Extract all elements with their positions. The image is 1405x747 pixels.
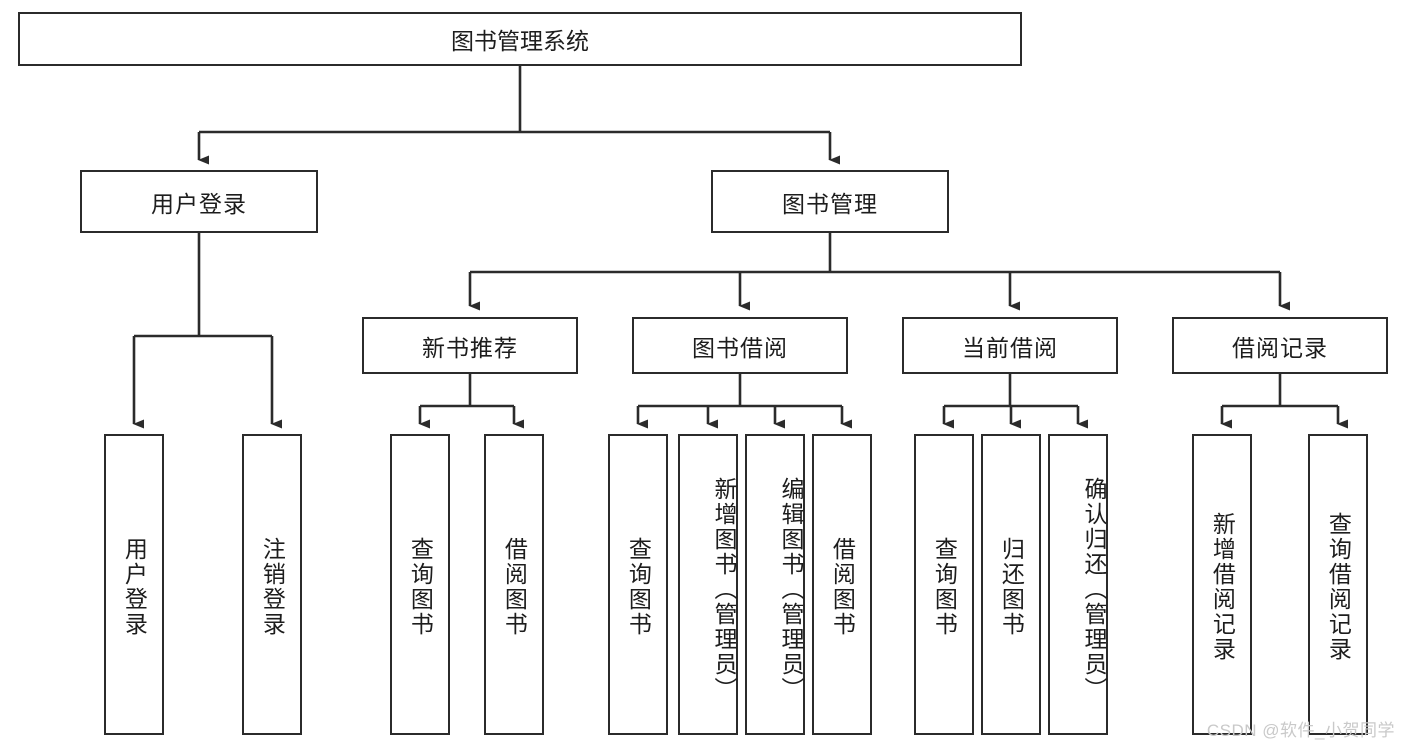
node-current-borrow[interactable]: 当前借阅 — [902, 317, 1118, 374]
node-book-management[interactable]: 图书管理 — [711, 170, 949, 233]
node-new-book-recommend[interactable]: 新书推荐 — [362, 317, 578, 374]
leaf-edit-book-admin[interactable]: 编辑图书（管理员） — [745, 434, 805, 735]
leaf-return-book-label: 归还图书 — [998, 536, 1025, 637]
leaf-confirm-return-admin-label: 确认归还（管理员） — [1081, 477, 1107, 702]
leaf-confirm-return-admin[interactable]: 确认归还（管理员） — [1048, 434, 1108, 735]
leaf-add-borrow-record-label: 新增借阅记录 — [1209, 511, 1236, 662]
leaf-user-login[interactable]: 用户登录 — [104, 434, 164, 735]
node-borrow-records[interactable]: 借阅记录 — [1172, 317, 1388, 374]
leaf-add-book-admin[interactable]: 新增图书（管理员） — [678, 434, 738, 735]
leaf-query-book-recommend[interactable]: 查询图书 — [390, 434, 450, 735]
leaf-query-book-current-label: 查询图书 — [931, 536, 958, 637]
leaf-logout[interactable]: 注销登录 — [242, 434, 302, 735]
node-user-login[interactable]: 用户登录 — [80, 170, 318, 233]
node-borrow-records-label: 借阅记录 — [1232, 334, 1328, 361]
leaf-add-borrow-record[interactable]: 新增借阅记录 — [1192, 434, 1252, 735]
node-book-borrow-label: 图书借阅 — [692, 334, 788, 361]
leaf-query-borrow-record[interactable]: 查询借阅记录 — [1308, 434, 1368, 735]
node-new-book-recommend-label: 新书推荐 — [422, 334, 518, 361]
node-root[interactable]: 图书管理系统 — [18, 12, 1022, 66]
csdn-watermark: CSDN @软件_小贺同学 — [1206, 721, 1395, 740]
node-root-label: 图书管理系统 — [451, 28, 589, 54]
leaf-borrow-book[interactable]: 借阅图书 — [812, 434, 872, 735]
node-book-borrow[interactable]: 图书借阅 — [632, 317, 848, 374]
leaf-add-book-admin-label: 新增图书（管理员） — [711, 477, 737, 702]
leaf-query-book-current[interactable]: 查询图书 — [914, 434, 974, 735]
leaf-borrow-book-recommend-label: 借阅图书 — [501, 536, 528, 637]
leaf-query-book-recommend-label: 查询图书 — [407, 536, 434, 637]
leaf-query-book-borrow[interactable]: 查询图书 — [608, 434, 668, 735]
leaf-borrow-book-label: 借阅图书 — [829, 536, 856, 637]
leaf-logout-label: 注销登录 — [259, 536, 286, 637]
node-current-borrow-label: 当前借阅 — [962, 334, 1058, 361]
node-user-login-label: 用户登录 — [151, 190, 247, 217]
node-book-management-label: 图书管理 — [782, 190, 878, 217]
leaf-borrow-book-recommend[interactable]: 借阅图书 — [484, 434, 544, 735]
leaf-query-book-borrow-label: 查询图书 — [625, 536, 652, 637]
leaf-return-book[interactable]: 归还图书 — [981, 434, 1041, 735]
leaf-user-login-label: 用户登录 — [121, 536, 148, 637]
leaf-query-borrow-record-label: 查询借阅记录 — [1325, 511, 1352, 662]
leaf-edit-book-admin-label: 编辑图书（管理员） — [778, 477, 804, 702]
